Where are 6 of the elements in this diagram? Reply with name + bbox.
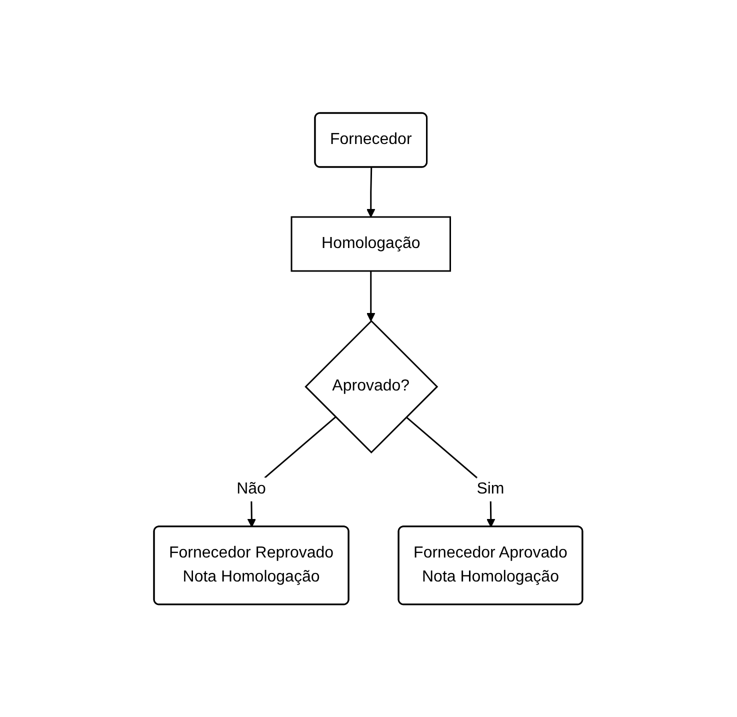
node-diamond: Aprovado? bbox=[304, 320, 438, 454]
arrow bbox=[366, 167, 376, 218]
node-box: Homologação bbox=[291, 216, 452, 272]
arrow bbox=[366, 270, 376, 322]
edge-label: Sim bbox=[476, 480, 505, 498]
edge-label: Não bbox=[236, 480, 266, 498]
